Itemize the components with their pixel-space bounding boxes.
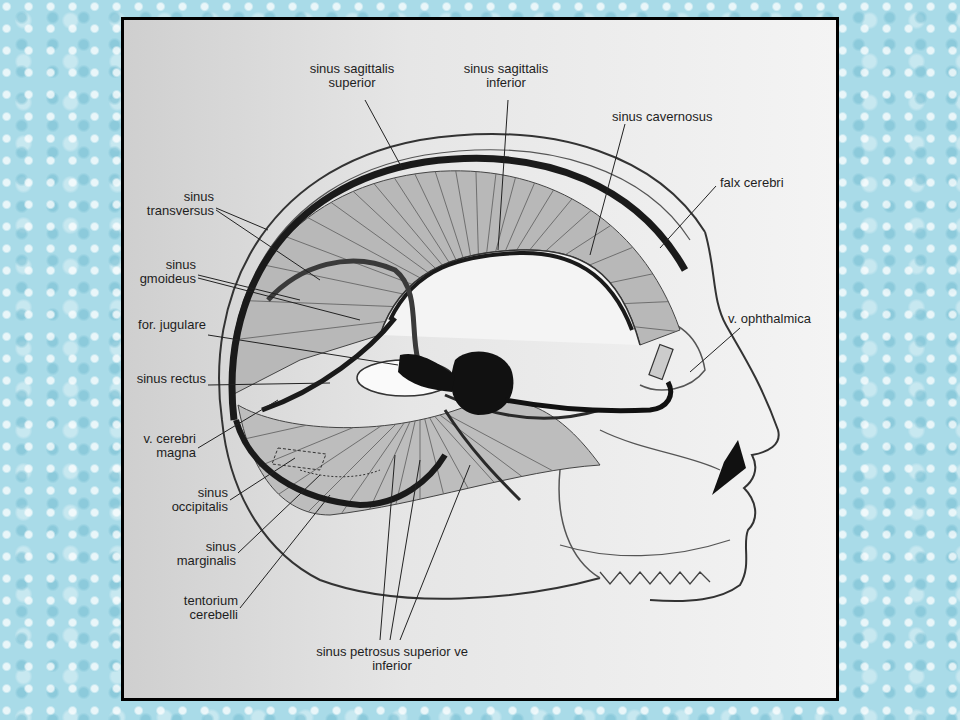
structure-label: sinus transversus (124, 190, 214, 218)
straight-sinus (262, 318, 395, 410)
structure-label: falx cerebri (720, 176, 840, 190)
structure-label: v. ophthalmica (728, 312, 838, 326)
skull-inner-outline (230, 150, 690, 420)
structure-label: sinus gmoideus (116, 258, 196, 286)
marginal-sinus (300, 470, 380, 477)
teeth (600, 572, 710, 584)
structure-label: sinus sagittalis superior (292, 62, 412, 90)
inferior-sagittal-sinus (390, 253, 632, 330)
leader-lines (198, 100, 740, 640)
structure-label: sinus occipitalis (138, 486, 228, 514)
occipital-sinus (272, 448, 326, 470)
ophthalmic-vein-stub (649, 345, 673, 380)
ophthalmic-vein (505, 382, 671, 411)
jugular-bulb (398, 354, 455, 392)
falx-free-edge (380, 250, 640, 345)
structure-label: sinus cavernosus (612, 110, 772, 124)
structure-label: tentorium cerebelli (148, 594, 238, 622)
structure-label: for. jugulare (136, 318, 206, 332)
mandible (559, 470, 600, 578)
transverse-sinus (236, 420, 445, 505)
structure-label: sinus marginalis (146, 540, 236, 568)
structure-label: sinus petrosus superior ve inferior (307, 645, 477, 673)
sigmoid-sinus (268, 261, 418, 360)
structure-label: sinus rectus (136, 372, 206, 386)
cavernous-sinus (451, 351, 513, 415)
structure-label: v. cerebri magna (116, 432, 196, 460)
tentorium-striation (240, 400, 570, 530)
nasal-cavity (712, 440, 746, 495)
structure-label: sinus sagittalis inferior (451, 62, 561, 90)
skull-outline (219, 134, 705, 420)
superior-sagittal-sinus (232, 158, 685, 420)
face-profile (650, 232, 779, 601)
